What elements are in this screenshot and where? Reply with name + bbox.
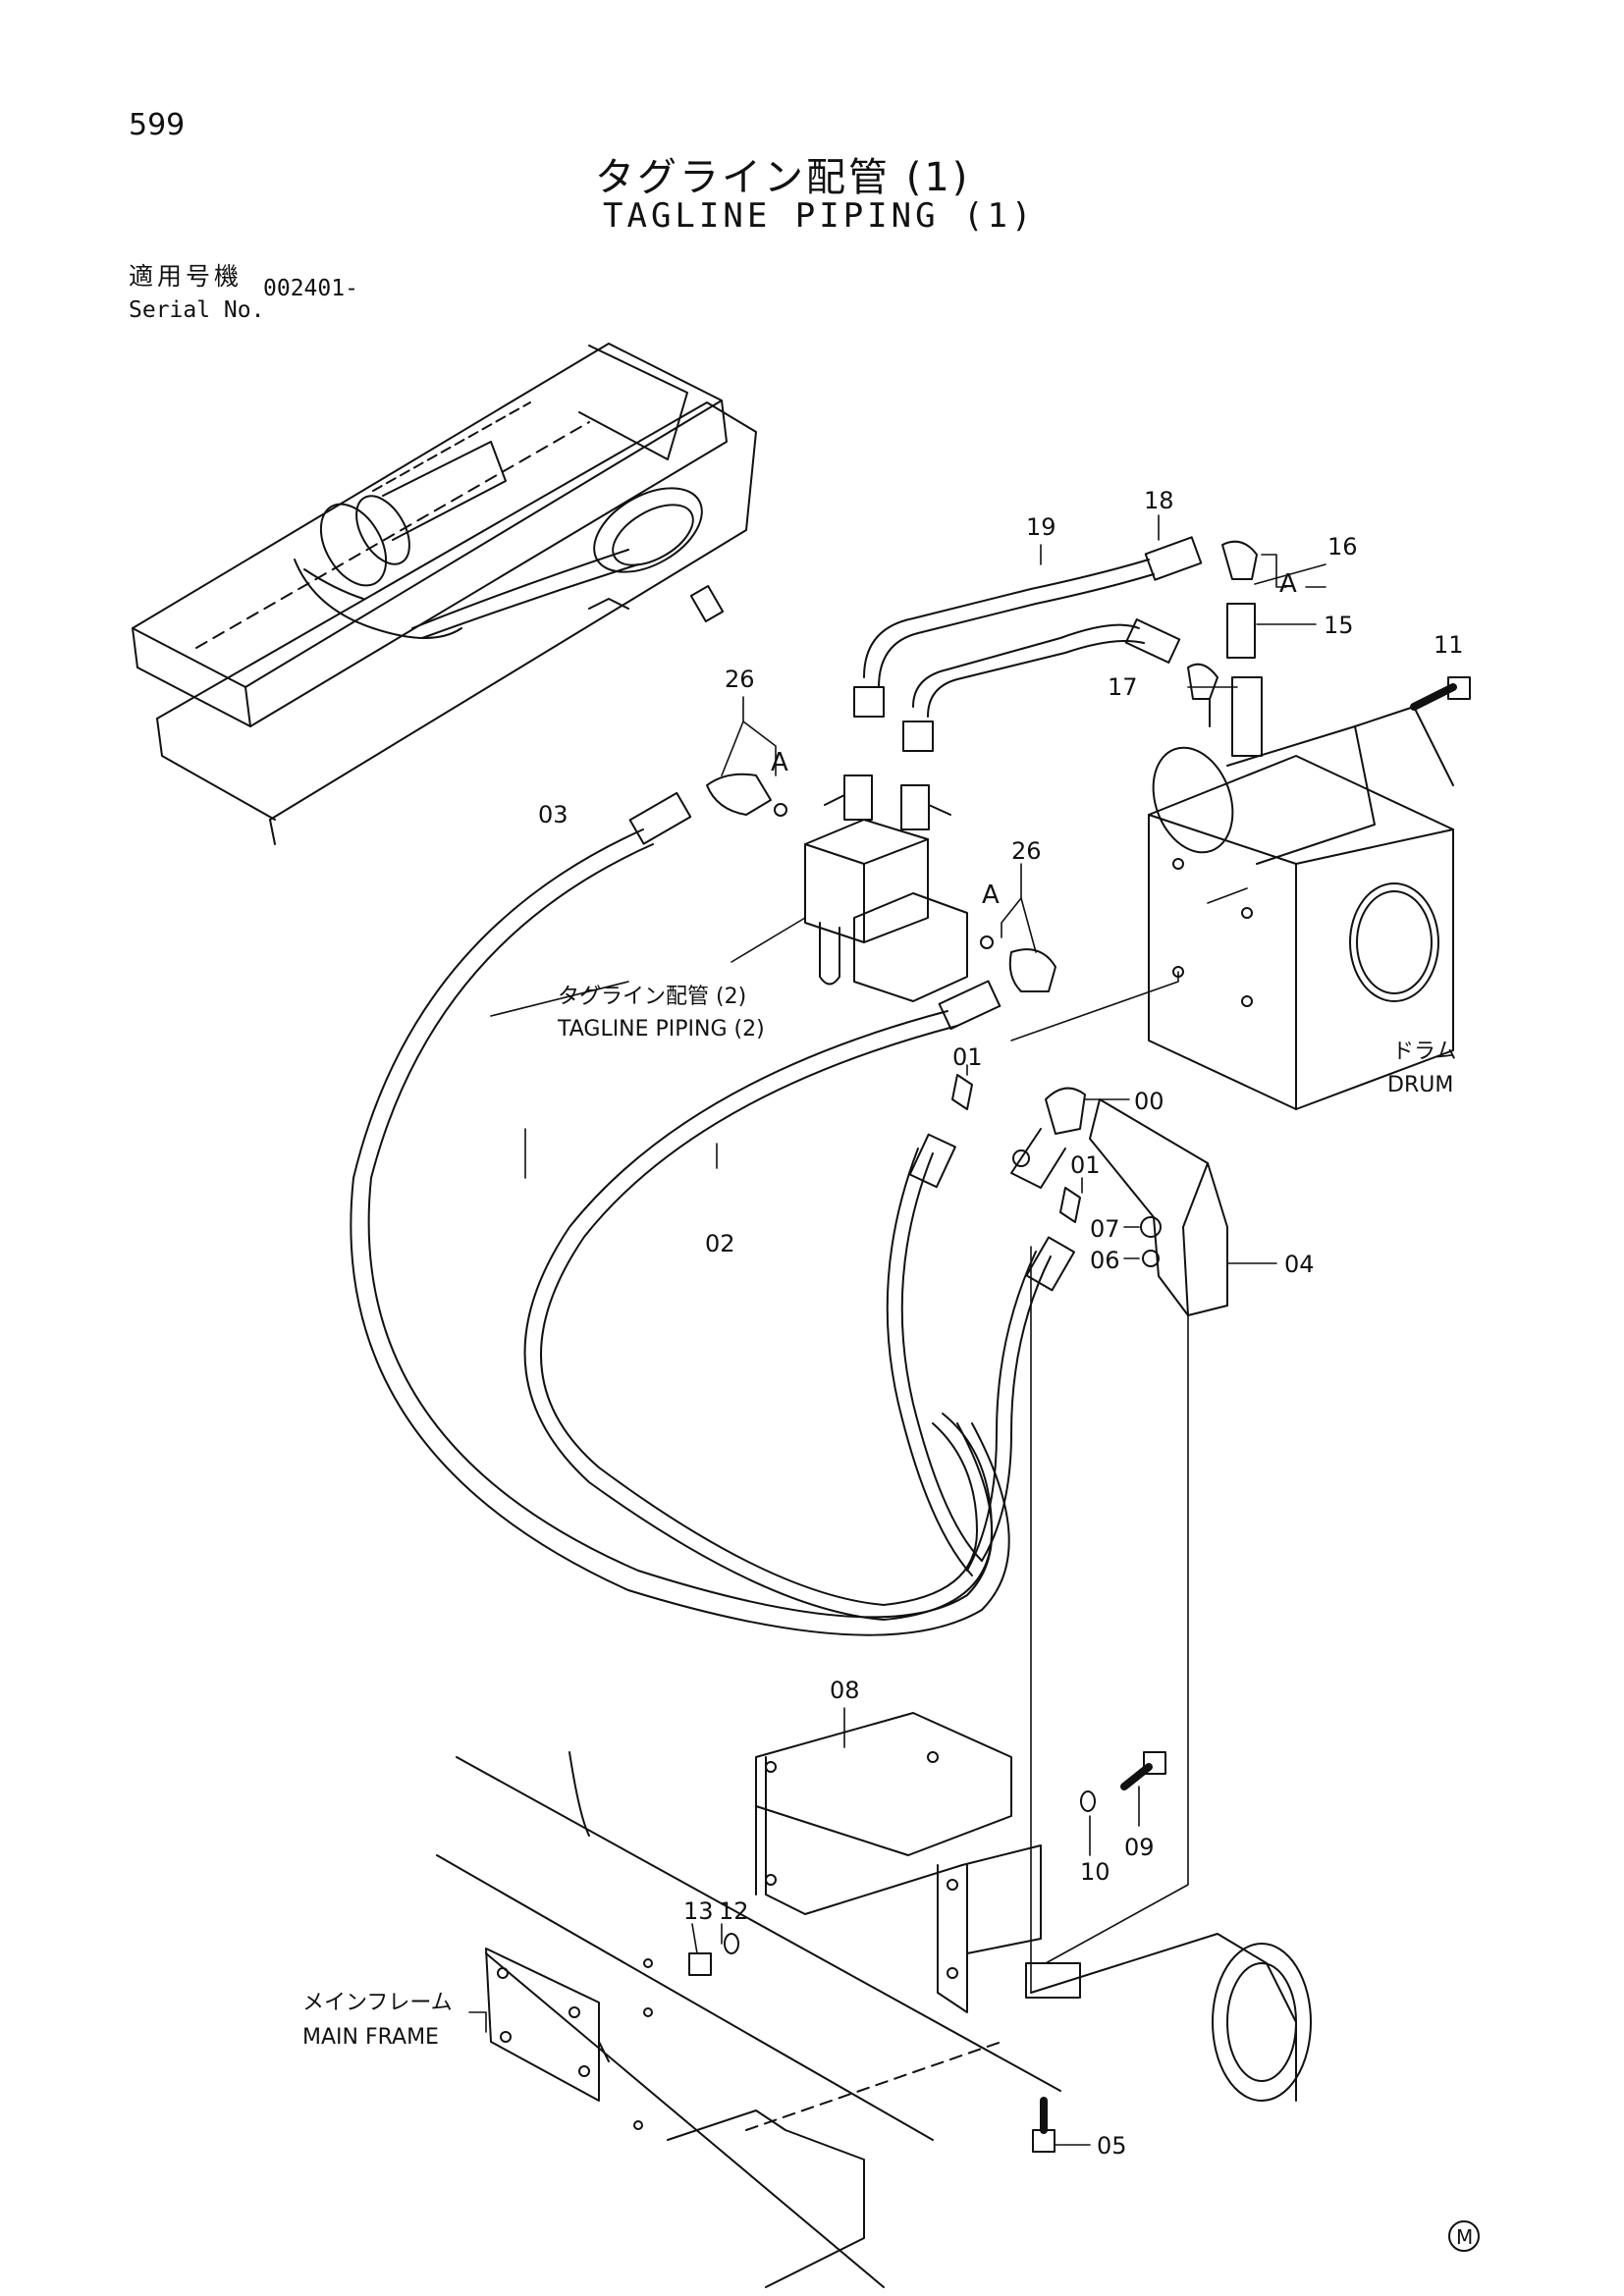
part-06: 06 — [1090, 1247, 1120, 1274]
valve-block — [804, 774, 968, 1002]
part-12: 12 — [719, 1897, 749, 1925]
part-11: 11 — [1434, 631, 1464, 659]
main-frame-label-en: MAIN FRAME — [302, 2025, 439, 2050]
detail-a-upper: A — [771, 748, 788, 777]
main-frame-label-jp: メインフレーム — [302, 1991, 453, 2015]
part-01-lower: 01 — [1070, 1151, 1101, 1179]
elbow-fitting-26-lower — [980, 935, 1056, 992]
serial-number-value: 002401- — [263, 276, 358, 301]
part-04: 04 — [1284, 1251, 1315, 1278]
hoses-lower-pair — [886, 1133, 1075, 1576]
page-title-english: TAGLINE PIPING (1) — [603, 196, 1036, 236]
part-02: 02 — [705, 1230, 735, 1257]
fittings-center — [951, 1074, 1162, 1267]
part-08: 08 — [830, 1677, 860, 1704]
part-03: 03 — [538, 801, 568, 828]
tagline-piping-2-jp: タグライン配管 (2) — [558, 985, 746, 1009]
detail-a-labels: A A A — [771, 569, 1297, 910]
serial-label-japanese: 適用号機 — [129, 262, 244, 291]
part-15: 15 — [1324, 612, 1354, 639]
main-frame — [436, 1751, 1312, 2288]
elbow-fitting-26-upper — [706, 773, 787, 817]
tagline-piping-2-en: TAGLINE PIPING (2) — [557, 1017, 765, 1041]
part-05: 05 — [1097, 2132, 1127, 2160]
part-07: 07 — [1090, 1215, 1120, 1243]
upper-machinery-assembly — [132, 343, 757, 845]
detail-a-lower: A — [982, 881, 1000, 910]
part-18: 18 — [1144, 487, 1174, 514]
drum-label-en: DRUM — [1387, 1073, 1453, 1097]
part-09: 09 — [1124, 1834, 1155, 1861]
component-labels: タグライン配管 (2) TAGLINE PIPING (2) ドラム DRUM … — [302, 985, 1456, 2050]
part-13: 13 — [683, 1897, 714, 1925]
drum-assembly — [1148, 676, 1454, 1110]
part-number-labels: 00 01 01 02 03 04 05 06 07 08 09 10 11 1… — [538, 487, 1464, 2160]
detail-a-top-right: A — [1279, 569, 1297, 599]
circled-m-mark: M — [1448, 2220, 1480, 2252]
part-01-upper: 01 — [952, 1043, 983, 1071]
hose-19-assembly — [853, 536, 1258, 752]
leader-lines — [468, 514, 1326, 2146]
hardware-small — [688, 1751, 1166, 2153]
part-00: 00 — [1134, 1088, 1164, 1115]
part-17: 17 — [1108, 673, 1138, 701]
hose-02 — [523, 980, 1001, 1621]
page-number: 599 — [129, 108, 186, 142]
bracket-08 — [755, 1712, 1042, 2013]
page-title-japanese: タグライン配管 (1) — [595, 155, 971, 200]
part-26-upper: 26 — [725, 666, 755, 693]
serial-label-english: Serial No. — [129, 297, 265, 323]
bracket-04 — [1089, 1098, 1228, 1316]
part-10: 10 — [1080, 1858, 1110, 1886]
drum-label-jp: ドラム — [1392, 1040, 1456, 1064]
circled-m-letter: M — [1456, 2225, 1473, 2249]
part-26-lower: 26 — [1011, 837, 1042, 865]
part-16: 16 — [1327, 533, 1358, 561]
bolt-11 — [1410, 676, 1471, 711]
part-19: 19 — [1026, 513, 1056, 541]
hose-03 — [350, 791, 1010, 1636]
